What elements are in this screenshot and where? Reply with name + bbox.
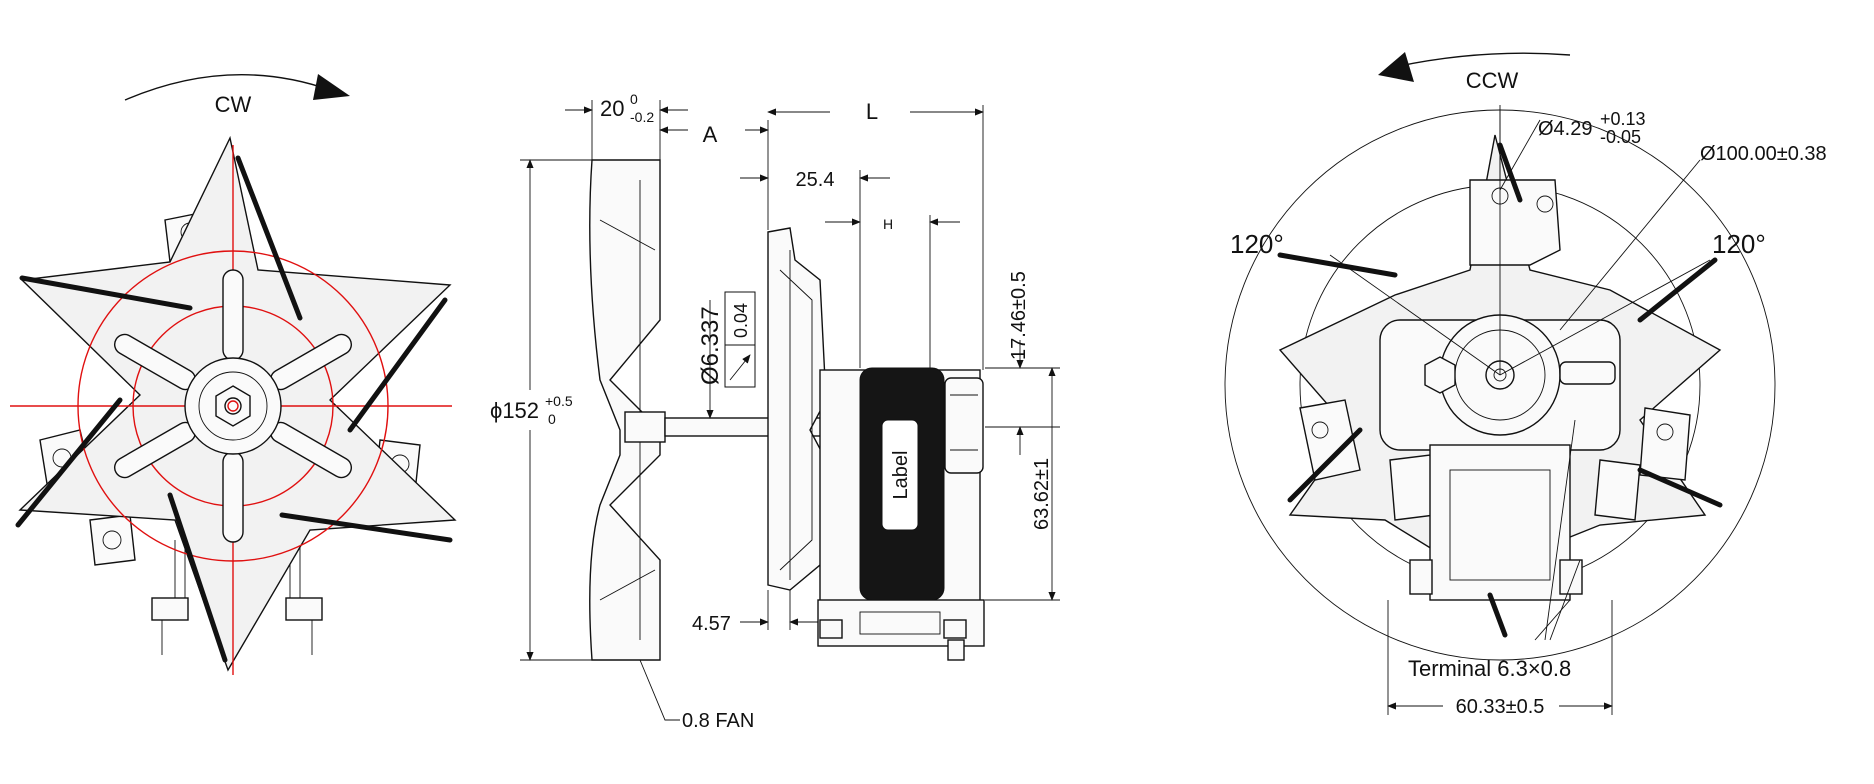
- cw-rotation-arrow: [124, 74, 331, 101]
- cw-arrowhead: [313, 74, 350, 100]
- width-label: 60.33±0.5: [1456, 696, 1545, 718]
- left-hub-ring: [198, 371, 268, 441]
- runout-box: [724, 291, 756, 388]
- ccw-rotation-arrow: [1389, 52, 1571, 69]
- dim-l: L: [866, 99, 878, 124]
- dim-63-62: 63.62±1: [1031, 458, 1053, 530]
- hole-tol-upper: +0.13: [1600, 109, 1646, 129]
- fan-note: 0.8 FAN: [682, 710, 754, 732]
- ccw-arrowhead: [1378, 52, 1414, 82]
- dim-17-46: 17.46±0.5: [1008, 271, 1030, 360]
- right-mount-lugs: [1299, 179, 1691, 521]
- dim-shaft: Ø6.337: [697, 306, 724, 385]
- side-front-plate: [767, 227, 827, 591]
- dim-h: H: [883, 216, 893, 232]
- dim-fan-diameter-lower: 0: [548, 411, 556, 427]
- left-blade-edges: [15, 155, 453, 663]
- left-view: CW: [10, 74, 457, 675]
- dim-top-thickness-lower: -0.2: [630, 109, 654, 125]
- dim-top-thickness-upper: 0: [630, 91, 638, 107]
- terminal-label: Terminal 6.3×0.8: [1408, 656, 1571, 681]
- dim-fan-diameter-upper: +0.5: [545, 393, 573, 409]
- hole-diameter: Ø4.29: [1538, 118, 1592, 140]
- side-coil-label-box: [881, 419, 919, 531]
- ccw-label: CCW: [1466, 68, 1519, 93]
- right-view: CCW: [1224, 52, 1827, 718]
- hole-tol-lower: -0.05: [1600, 127, 1641, 147]
- side-fan-profile: [589, 159, 661, 661]
- side-coil-label: Label: [890, 451, 912, 500]
- circle-diameter: Ø100.00±0.38: [1700, 143, 1827, 165]
- angle-left: 120°: [1230, 229, 1284, 259]
- dim-25-4: 25.4: [796, 169, 835, 191]
- angle-right: 120°: [1712, 229, 1766, 259]
- dim-runout: 0.04: [731, 303, 751, 338]
- cw-label: CW: [215, 92, 252, 117]
- dim-a: A: [703, 122, 718, 147]
- side-view: Label 20 0 -0.2 A L 25.4 H: [488, 91, 1060, 732]
- side-fan-hub: [624, 411, 666, 443]
- dim-fan-diameter: ϕ152: [490, 398, 539, 423]
- dim-4-57: 4.57: [692, 613, 731, 635]
- dim-top-thickness: 20: [600, 96, 624, 121]
- left-bracket: [151, 540, 323, 655]
- right-coil-frame: [1429, 444, 1571, 601]
